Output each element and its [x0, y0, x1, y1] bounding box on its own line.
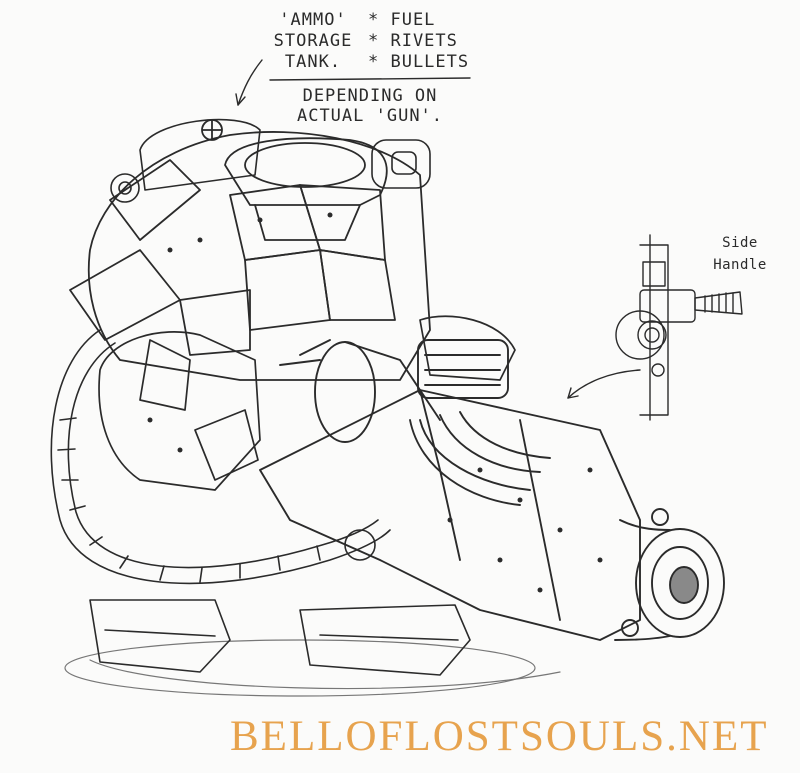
- note-tank-contents: * FUEL * RIVETS * BULLETS: [368, 10, 478, 73]
- note-line: STORAGE: [273, 31, 353, 51]
- helmet: [201, 119, 388, 241]
- side-handle-sketch: [615, 234, 743, 421]
- gatling-gun: [259, 339, 725, 641]
- note-line: * FUEL: [368, 10, 436, 30]
- note-line: * RIVETS: [368, 31, 458, 51]
- boots: [89, 599, 471, 676]
- rivets: [147, 212, 603, 593]
- note-side-handle: Side Handle: [700, 232, 780, 276]
- note-line: * BULLETS: [368, 52, 470, 72]
- note-ammo-storage-tank: 'AMMO' STORAGE TANK.: [258, 10, 368, 73]
- note-depending-on-gun: DEPENDING ON ACTUAL 'GUN'.: [270, 86, 470, 126]
- watermark-text: BELLOFLOSTSOULS.NET: [230, 713, 769, 760]
- note-lines: [235, 59, 641, 399]
- note-line: Handle: [713, 257, 767, 273]
- arms: [98, 315, 516, 491]
- note-line: Side: [722, 235, 758, 251]
- armored-torso: [69, 131, 431, 381]
- note-line: TANK.: [284, 52, 342, 72]
- ammo-tank: [110, 118, 431, 203]
- note-line: 'AMMO': [279, 10, 347, 30]
- note-line: ACTUAL 'GUN'.: [296, 106, 444, 126]
- note-line: DEPENDING ON: [302, 86, 438, 106]
- fuel-hose: [50, 329, 391, 585]
- ground-shadow: [64, 639, 561, 697]
